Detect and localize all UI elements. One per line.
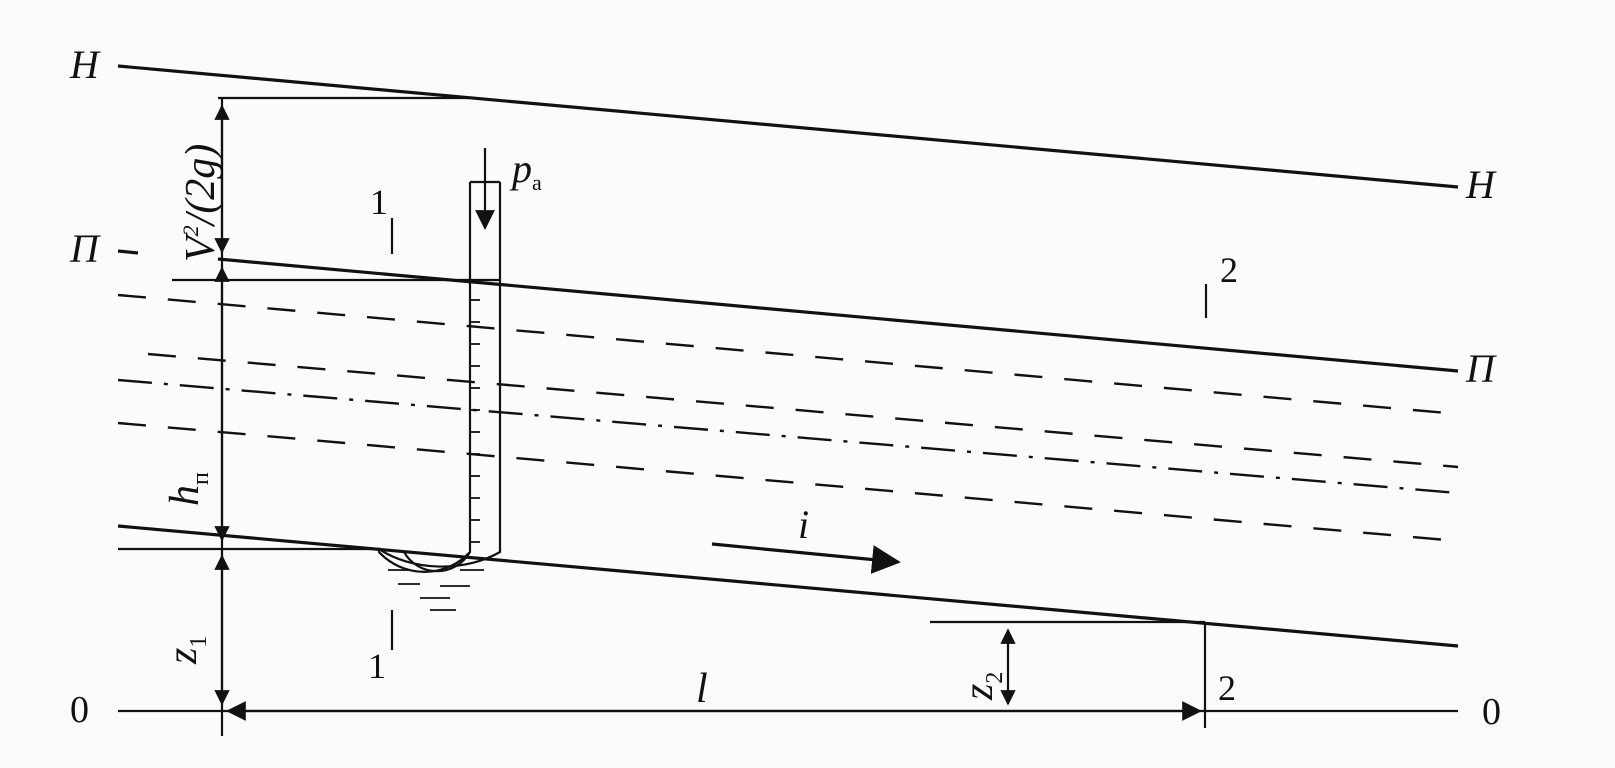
tube-inner bbox=[378, 182, 502, 568]
velocity-head-label: V2/(2g) bbox=[178, 144, 224, 262]
length-label: l bbox=[696, 666, 708, 712]
z1-main: z bbox=[160, 648, 206, 665]
energy-line bbox=[117, 64, 1459, 189]
z1-label: z1 bbox=[160, 636, 212, 665]
section2-label-top: 2 bbox=[1220, 250, 1238, 290]
pressure-head-sub: п bbox=[188, 472, 214, 485]
atmospheric-pressure-label: pa bbox=[509, 146, 542, 195]
z2-sub: 2 bbox=[982, 672, 1008, 684]
velocity-head-V: V bbox=[178, 232, 224, 262]
section1-label-top: 1 bbox=[370, 182, 388, 222]
z1-sub: 1 bbox=[186, 636, 212, 648]
flow-bottom-line bbox=[117, 524, 1459, 648]
piezometric-line bbox=[217, 257, 1459, 373]
piezometric-left-stub bbox=[117, 249, 139, 255]
pressure-head-label: hп bbox=[162, 472, 214, 506]
piezometric-label-left: П bbox=[69, 226, 101, 271]
datum-label-right: 0 bbox=[1482, 691, 1501, 733]
slope-arrow bbox=[711, 542, 901, 574]
datum-label-left: 0 bbox=[70, 689, 89, 731]
z2-label: z2 bbox=[956, 672, 1008, 701]
energy-label-left: H bbox=[69, 42, 101, 87]
slope-label: i bbox=[798, 502, 809, 547]
pressure-head-h: h bbox=[162, 485, 208, 506]
streamline-1 bbox=[117, 293, 1459, 416]
velocity-head-sup: 2 bbox=[178, 225, 203, 236]
piezometer-tube bbox=[377, 180, 502, 611]
streamline-3 bbox=[117, 421, 1459, 543]
z2-main: z bbox=[956, 684, 1002, 701]
velocity-head-rest: /(2g) bbox=[178, 144, 224, 228]
section1-label-bottom: 1 bbox=[368, 646, 386, 686]
pa-sub: a bbox=[532, 170, 542, 195]
tube-nozzle bbox=[403, 551, 471, 573]
streamline-2 bbox=[147, 352, 1459, 469]
tube-outer bbox=[377, 182, 472, 573]
section2-label-bottom: 2 bbox=[1218, 668, 1236, 708]
energy-label-right: H bbox=[1465, 162, 1497, 207]
streamline-axis bbox=[117, 378, 1459, 495]
piezometric-label-right: П bbox=[1465, 346, 1497, 391]
pa-main: p bbox=[509, 146, 532, 191]
